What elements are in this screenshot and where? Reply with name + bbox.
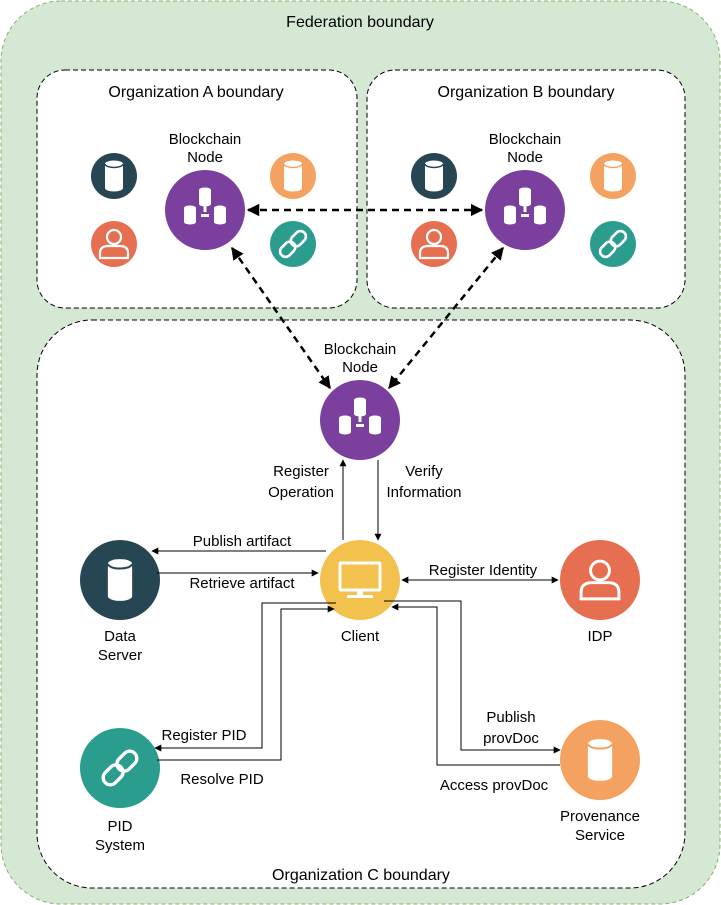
org-a-database-icon (91, 153, 137, 199)
publish-artifact-label: Publish artifact (193, 533, 292, 550)
provenance-label-2: Service (575, 827, 625, 844)
provenance-service-node (560, 720, 640, 800)
org-c-blockchain-node (320, 380, 400, 460)
org-b-node-label-2: Node (507, 149, 543, 166)
org-b-blockchain-node (485, 170, 565, 250)
org-a-label: Organization A boundary (108, 84, 283, 101)
verify-information-label-1: Verify (405, 463, 443, 480)
resolve-pid-label: Resolve PID (180, 771, 264, 788)
access-provdoc-label: Access provDoc (440, 777, 549, 794)
register-operation-label-2: Operation (268, 484, 334, 501)
org-b-database-icon (411, 153, 457, 199)
federation-label: Federation boundary (286, 14, 434, 31)
resolve-pid-arrow (157, 605, 335, 761)
data-server-label-2: Server (98, 647, 142, 664)
org-c-node-label-1: Blockchain (324, 341, 397, 358)
provenance-label-1: Provenance (560, 808, 640, 825)
pid-system-label-1: PID (107, 818, 132, 835)
link-b-c (388, 247, 504, 389)
org-c-node-label-2: Node (342, 359, 378, 376)
client-node (320, 540, 400, 620)
database-icon (586, 738, 614, 782)
org-b-link-icon (590, 221, 636, 267)
org-a-blockchain-node (165, 170, 245, 250)
data-server-node (80, 540, 160, 620)
publish-provdoc-arrow (384, 600, 561, 754)
retrieve-artifact-label: Retrieve artifact (189, 575, 295, 592)
org-b-user-icon (411, 221, 457, 267)
data-server-label-1: Data (104, 628, 136, 645)
org-b-node-label-1: Blockchain (489, 131, 562, 148)
org-b-label: Organization B boundary (438, 84, 615, 101)
org-a-storage-icon (270, 153, 316, 199)
register-operation-label-1: Register (273, 463, 329, 480)
access-provdoc-arrow (391, 603, 560, 766)
idp-label: IDP (587, 628, 612, 645)
link-a-c (230, 246, 332, 390)
publish-provdoc-label-2: provDoc (483, 730, 539, 747)
client-label: Client (341, 628, 380, 645)
pid-system-label-2: System (95, 837, 145, 854)
pid-system-node (80, 728, 160, 808)
org-b-storage-icon (590, 153, 636, 199)
database-icon (106, 558, 134, 602)
register-pid-arrow (154, 602, 336, 752)
org-a-node-label-1: Blockchain (169, 131, 242, 148)
monitor-icon (338, 561, 382, 598)
idp-node (560, 540, 640, 620)
verify-information-label-2: Information (386, 484, 461, 501)
org-a-link-icon (270, 221, 316, 267)
register-identity-label: Register Identity (429, 562, 538, 579)
publish-provdoc-label-1: Publish (486, 709, 535, 726)
org-a-user-icon (91, 221, 137, 267)
org-c-label: Organization C boundary (272, 867, 450, 884)
register-pid-label: Register PID (161, 727, 246, 744)
org-a-node-label-2: Node (187, 149, 223, 166)
